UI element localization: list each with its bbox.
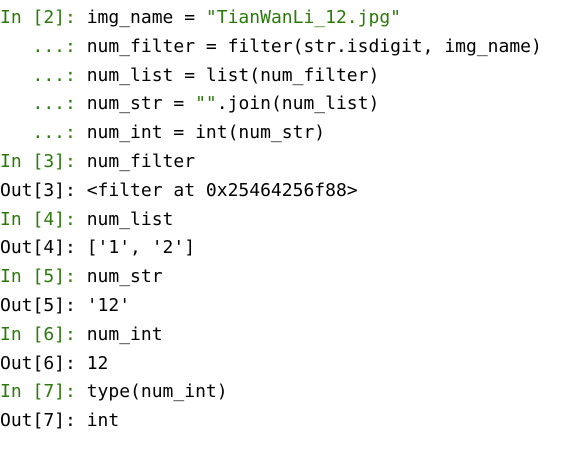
- continuation-line: ...: num_list = list(num_filter): [0, 62, 561, 91]
- in-prompt: In [7]:: [0, 381, 87, 403]
- in-prompt: In [4]:: [0, 208, 87, 230]
- output-line: Out[6]: 12: [0, 350, 561, 379]
- string-literal: "TianWanLi_12.jpg": [205, 7, 401, 28]
- output-line: Out[7]: int: [0, 407, 561, 436]
- continuation-prompt: ...:: [0, 35, 87, 57]
- output-text: ['1', '2']: [86, 237, 196, 259]
- input-line: In [3]: num_filter: [0, 148, 561, 177]
- output-text: <filter at 0x25464256f88>: [86, 179, 358, 201]
- code-text: num_int: [86, 323, 163, 345]
- input-line: In [5]: num_str: [0, 263, 561, 292]
- out-prompt: Out[7]:: [0, 410, 87, 432]
- out-prompt: Out[4]:: [0, 237, 87, 259]
- in-prompt: In [3]:: [0, 150, 87, 172]
- continuation-line: ...: num_int = int(num_str): [0, 119, 561, 148]
- code-text: img_name =: [86, 7, 206, 28]
- output-text: 12: [86, 352, 109, 374]
- input-line: In [7]: type(num_int): [0, 378, 561, 407]
- input-line: In [4]: num_list: [0, 206, 561, 235]
- continuation-line: ...: num_str = "".join(num_list): [0, 90, 561, 119]
- code-text: type(num_int): [86, 381, 228, 403]
- continuation-line: ...: num_filter = filter(str.isdigit, im…: [0, 33, 561, 62]
- in-prompt: In [2]:: [0, 7, 87, 28]
- code-text: num_filter: [86, 150, 196, 172]
- code-text: num_str: [86, 266, 163, 288]
- code-text: num_str =: [86, 93, 196, 115]
- in-prompt: In [5]:: [0, 266, 87, 288]
- code-text: num_list = list(num_filter): [86, 64, 380, 86]
- out-prompt: Out[5]:: [0, 294, 87, 316]
- code-text: num_list: [86, 208, 174, 230]
- string-literal: "": [195, 93, 217, 115]
- output-line: Out[4]: ['1', '2']: [0, 234, 561, 263]
- continuation-prompt: ...:: [0, 93, 87, 115]
- output-text: '12': [86, 294, 131, 316]
- in-prompt: In [6]:: [0, 323, 87, 345]
- code-text: num_int = int(num_str): [86, 122, 326, 144]
- output-text: int: [86, 410, 120, 432]
- continuation-prompt: ...:: [0, 122, 87, 144]
- input-line: In [6]: num_int: [0, 321, 561, 350]
- input-line: In [2]: img_name = "TianWanLi_12.jpg": [0, 4, 561, 33]
- out-prompt: Out[3]:: [0, 179, 87, 201]
- code-text: num_filter = filter(str.isdigit, img_nam…: [86, 35, 542, 57]
- out-prompt: Out[6]:: [0, 352, 87, 374]
- output-line: Out[3]: <filter at 0x25464256f88>: [0, 177, 561, 206]
- code-text: .join(num_list): [216, 93, 380, 115]
- continuation-prompt: ...:: [0, 64, 87, 86]
- output-line: Out[5]: '12': [0, 292, 561, 321]
